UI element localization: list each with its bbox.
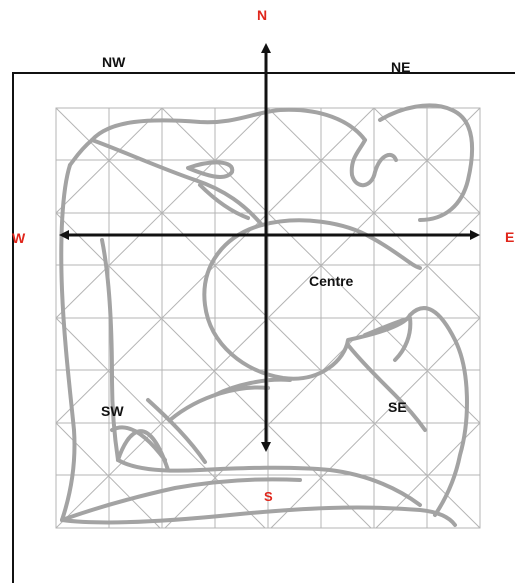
grid-lines xyxy=(55,107,481,529)
label-centre: Centre xyxy=(309,273,354,289)
label-south-west: SW xyxy=(101,403,124,419)
label-south-east: SE xyxy=(388,399,407,415)
vastu-purusha-figure xyxy=(59,103,475,527)
label-north-east: NE xyxy=(391,59,411,75)
label-south: S xyxy=(264,489,273,504)
label-north: N xyxy=(257,7,268,23)
label-north-west: NW xyxy=(102,54,126,70)
label-east: E xyxy=(505,229,515,245)
label-west: W xyxy=(12,230,26,246)
outer-border xyxy=(12,72,515,583)
